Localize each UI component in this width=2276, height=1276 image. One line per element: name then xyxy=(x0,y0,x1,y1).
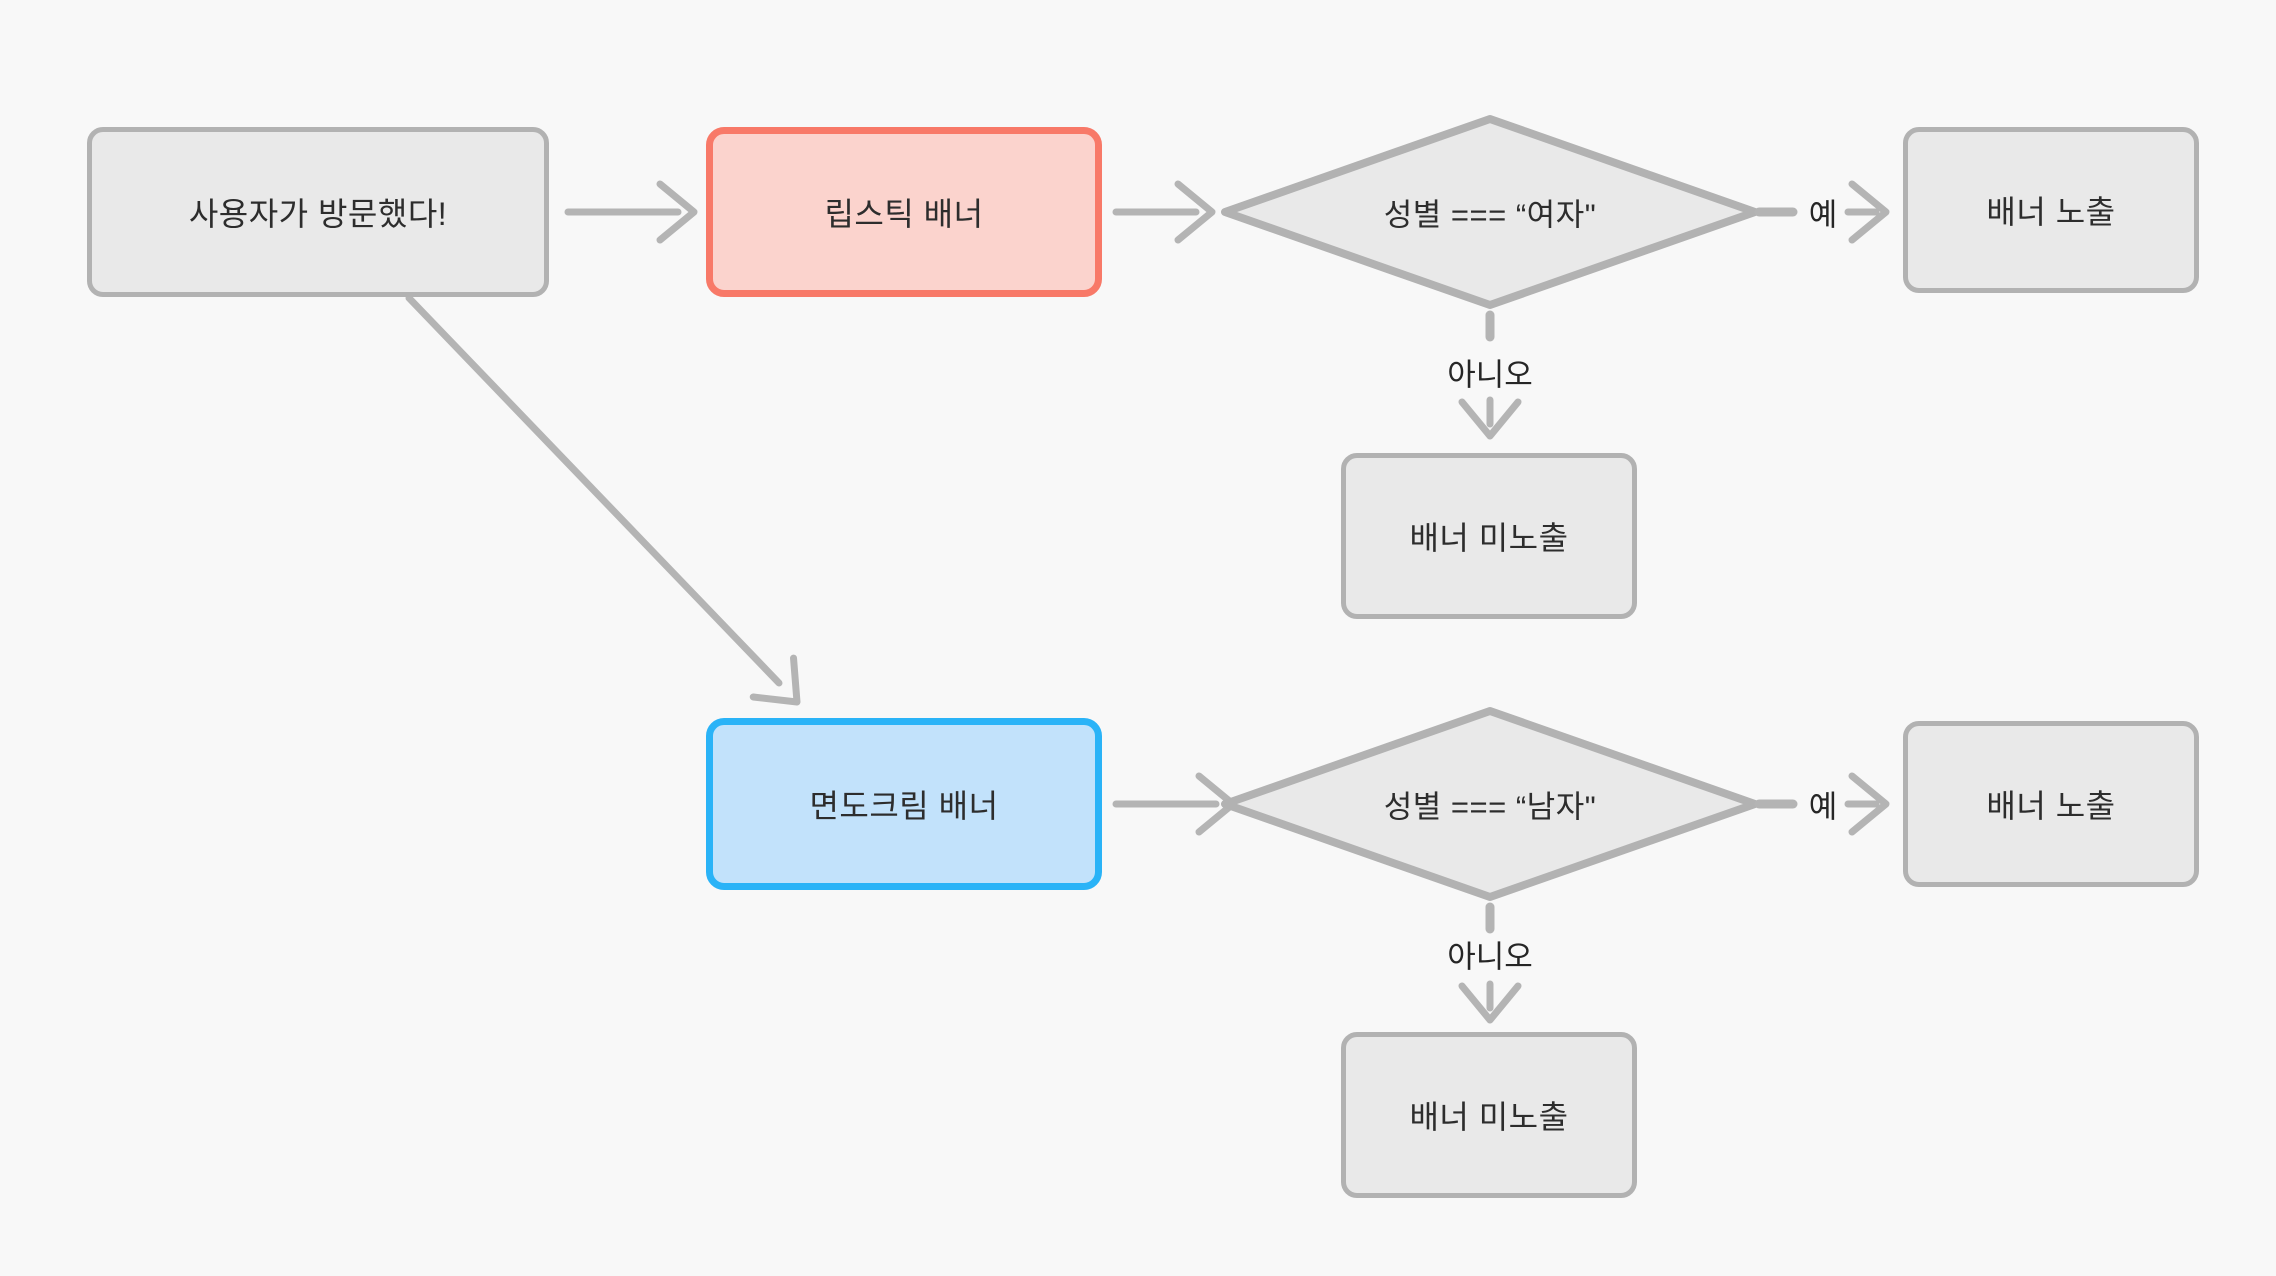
node-shaving-banner: 면도크림 배너 xyxy=(706,718,1102,890)
node-banner-hidden-female-label: 배너 미노출 xyxy=(1409,520,1569,556)
node-banner-shown-female: 배너 노출 xyxy=(1903,127,2199,293)
node-start-label: 사용자가 방문했다! xyxy=(188,196,448,232)
decision-female-label: 성별 === “여자" xyxy=(1383,197,1597,233)
edge-female-no-arrowhead-icon xyxy=(1458,398,1522,440)
edge-label-male-yes: 예 xyxy=(1808,789,1838,825)
edge-start-to-shaving-line xyxy=(405,294,783,687)
edge-female-yes-arrowhead-icon xyxy=(1848,180,1890,244)
edge-label-female-no: 아니오 xyxy=(1447,357,1533,393)
edge-lipstick-to-decision-arrowhead-icon xyxy=(1174,180,1216,244)
edge-label-female-yes: 예 xyxy=(1808,197,1838,233)
node-start: 사용자가 방문했다! xyxy=(87,127,549,297)
node-banner-shown-male: 배너 노출 xyxy=(1903,721,2199,887)
edge-start-to-shaving-arrowhead-icon xyxy=(749,654,801,706)
node-banner-shown-female-label: 배너 노출 xyxy=(1986,194,2116,230)
decision-male-label: 성별 === “남자" xyxy=(1383,789,1597,825)
edge-male-yes-arrowhead-icon xyxy=(1848,772,1890,836)
node-banner-shown-male-label: 배너 노출 xyxy=(1986,788,2116,824)
node-banner-hidden-male-label: 배너 미노출 xyxy=(1409,1099,1569,1135)
node-lipstick-banner-label: 립스틱 배너 xyxy=(824,196,984,232)
edge-start-to-lipstick-arrowhead-icon xyxy=(656,180,698,244)
edge-label-male-no: 아니오 xyxy=(1447,939,1533,975)
node-banner-hidden-female: 배너 미노출 xyxy=(1341,453,1637,619)
node-banner-hidden-male: 배너 미노출 xyxy=(1341,1032,1637,1198)
node-shaving-banner-label: 면도크림 배너 xyxy=(809,788,999,824)
node-lipstick-banner: 립스틱 배너 xyxy=(706,127,1102,297)
edge-male-no-arrowhead-icon xyxy=(1458,982,1522,1024)
